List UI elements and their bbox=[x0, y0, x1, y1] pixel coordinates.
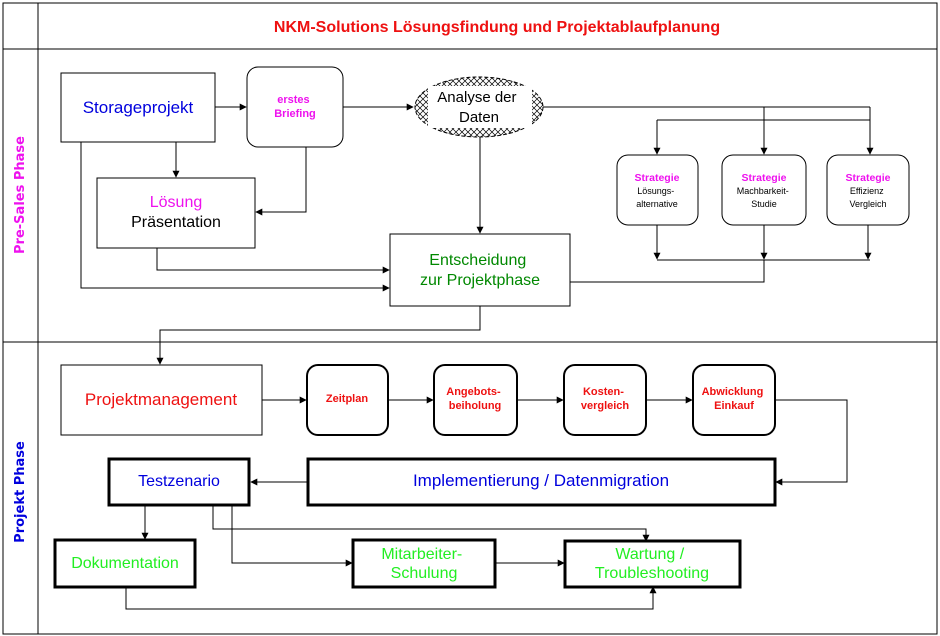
node-testzenario-label: Testzenario bbox=[138, 473, 220, 490]
node-abwicklung-line2: Einkauf bbox=[714, 400, 754, 412]
svg-text:Kosten- vergleich: Kosten- vergleich bbox=[581, 386, 630, 412]
diagram-title: NKM-Solutions Lösungsfindung und Projekt… bbox=[274, 19, 720, 36]
node-erstes-briefing-line2: Briefing bbox=[274, 108, 316, 120]
node-angebots-line2: beiholung bbox=[449, 400, 502, 412]
strategie-2-line2: Studie bbox=[751, 199, 777, 209]
node-analyse-line1: Analyse der bbox=[437, 89, 516, 106]
node-zeitplan: Zeitplan bbox=[306, 364, 389, 436]
node-implementierung-label: Implementierung / Datenmigration bbox=[413, 471, 669, 490]
phase-label-projekt: Projekt Phase bbox=[13, 441, 28, 543]
node-loesung-label: Lösung bbox=[150, 194, 203, 211]
strategie-2-title: Strategie bbox=[742, 172, 787, 184]
node-dokumentation: Dokumentation bbox=[53, 538, 197, 589]
node-schulung-line1: Mitarbeiter- bbox=[381, 546, 462, 563]
strategie-3-line1: Effizienz bbox=[850, 186, 884, 196]
node-wartung-line2: Troubleshooting bbox=[595, 565, 709, 582]
node-wartung: Wartung / Troubleshooting bbox=[563, 539, 742, 589]
svg-text:erstes Briefing: erstes Briefing bbox=[274, 94, 316, 120]
node-entscheidung-line1: Entscheidung bbox=[429, 252, 526, 269]
strategie-3-title: Strategie bbox=[846, 172, 891, 184]
node-zeitplan-label: Zeitplan bbox=[326, 393, 368, 405]
svg-text:Angebots- beiholung: Angebots- beiholung bbox=[446, 386, 503, 412]
strategie-2-line1: Machbarkeit- bbox=[737, 186, 789, 196]
node-wartung-line1: Wartung / bbox=[615, 546, 684, 563]
strategie-1-line1: Lösungs- bbox=[637, 186, 674, 196]
phase-label-pre-sales: Pre-Sales Phase bbox=[13, 136, 28, 254]
node-erstes-briefing: erstes Briefing bbox=[246, 66, 344, 148]
node-loesung-praesentation: Lösung Präsentation bbox=[96, 177, 256, 249]
node-mitarbeiter-schulung: Mitarbeiter- Schulung bbox=[351, 538, 497, 589]
node-kostenvergleich: Kosten- vergleich bbox=[563, 364, 647, 436]
connectors bbox=[80, 103, 874, 610]
svg-text:Wartung / Troubleshootin: Wartung / Troubleshooting bbox=[595, 546, 709, 582]
node-storageprojekt-label: Storageprojekt bbox=[83, 98, 194, 117]
node-strategie-loesungsalternative: Strategie Lösungs- alternative bbox=[616, 154, 699, 226]
node-strategie-effizienz: Strategie Effizienz Vergleich bbox=[826, 154, 910, 226]
node-angebotsbeholung: Angebots- beiholung bbox=[433, 364, 518, 436]
node-praesentation-label: Präsentation bbox=[131, 214, 221, 231]
svg-text:Abwicklung Einkauf: Abwicklung Einkauf bbox=[702, 386, 767, 412]
svg-text:Effizienz Vergleich: Effizienz Vergleich bbox=[849, 186, 886, 209]
node-dokumentation-label: Dokumentation bbox=[71, 555, 179, 572]
node-entscheidung: Entscheidung zur Projektphase bbox=[389, 233, 571, 307]
svg-text:Lösungs- alternative: Lösungs- alternative bbox=[636, 186, 678, 209]
node-entscheidung-line2: zur Projektphase bbox=[420, 272, 540, 289]
node-testzenario: Testzenario bbox=[107, 457, 251, 507]
node-erstes-briefing-line1: erstes bbox=[277, 94, 309, 106]
node-abwicklung-line1: Abwicklung bbox=[702, 386, 764, 398]
strategie-1-line2: alternative bbox=[636, 199, 678, 209]
svg-text:Mitarbeiter- Schulung: Mitarbeiter- Schulung bbox=[381, 546, 466, 582]
strategie-3-line2: Vergleich bbox=[849, 199, 886, 209]
node-schulung-line2: Schulung bbox=[391, 565, 458, 582]
node-projektmanagement-label: Projektmanagement bbox=[85, 390, 237, 409]
svg-text:Analyse der Daten: Analyse der Daten bbox=[437, 89, 520, 126]
svg-text:Machbarkeit- Studie: Machbarkeit- Studie bbox=[737, 186, 792, 209]
node-strategie-machbarkeit: Strategie Machbarkeit- Studie bbox=[721, 154, 807, 226]
node-implementierung: Implementierung / Datenmigration bbox=[306, 457, 777, 507]
strategie-1-title: Strategie bbox=[635, 172, 680, 184]
node-angebots-line1: Angebots- bbox=[446, 386, 501, 398]
node-projektmanagement: Projektmanagement bbox=[60, 364, 263, 436]
svg-text:Entscheidung zur Projekt: Entscheidung zur Projektphase bbox=[420, 252, 540, 289]
node-analyse-der-daten: Analyse der Daten bbox=[414, 76, 544, 138]
node-analyse-line2: Daten bbox=[459, 109, 499, 126]
node-storageprojekt: Storageprojekt bbox=[60, 72, 216, 143]
node-kosten-line2: vergleich bbox=[581, 400, 630, 412]
node-kosten-line1: Kosten- bbox=[583, 386, 624, 398]
node-abwicklung-einkauf: Abwicklung Einkauf bbox=[692, 364, 776, 436]
